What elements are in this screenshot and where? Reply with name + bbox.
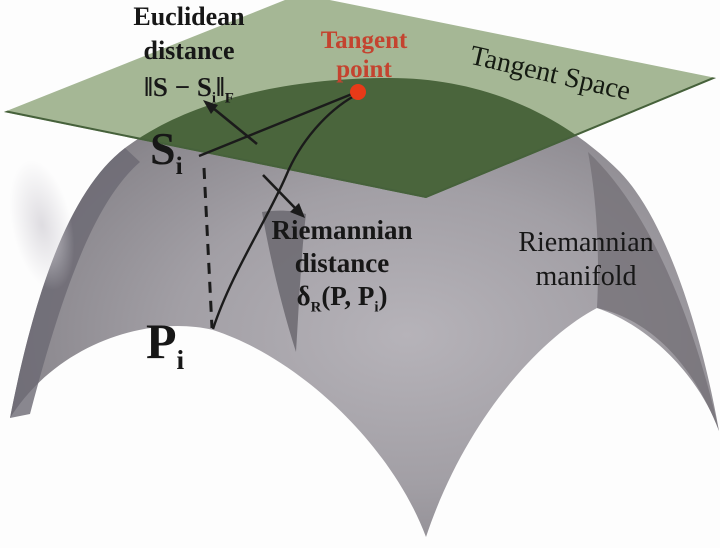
dome-highlight bbox=[9, 160, 75, 290]
euclidean-line1: Euclidean bbox=[133, 2, 245, 31]
plane-front-edge bbox=[4, 76, 716, 198]
euclidean-distance-formula: ‖S − Si‖F bbox=[144, 72, 234, 107]
dome-seam bbox=[262, 210, 306, 352]
riemannian-manifold-label: Riemannian manifold bbox=[518, 227, 654, 292]
dome-right-shadow bbox=[588, 152, 719, 431]
riemannian-arrow bbox=[262, 174, 305, 218]
euclidean-arrow bbox=[203, 100, 258, 146]
riemannian-distance-formula: δR(P, Pi) bbox=[296, 281, 388, 316]
manifold-dome bbox=[10, 78, 719, 537]
dome-left-shadow bbox=[10, 148, 140, 418]
geodesic-curve bbox=[211, 94, 355, 330]
euclidean-distance-label: Euclidean distance ‖S − Si‖F bbox=[96, 0, 282, 107]
projection-dashed-line bbox=[202, 167, 214, 329]
riemannian-distance-label: Riemannian distance δR(P, Pi) bbox=[240, 214, 444, 316]
euclidean-line2: distance bbox=[143, 36, 235, 65]
s-point-label: Si bbox=[150, 123, 183, 181]
tangent-point-label: Tangent point bbox=[320, 27, 408, 83]
euclidean-chord-line bbox=[198, 92, 353, 158]
tangent-point-dot bbox=[350, 84, 366, 100]
p-point-label: Pi bbox=[146, 313, 185, 375]
